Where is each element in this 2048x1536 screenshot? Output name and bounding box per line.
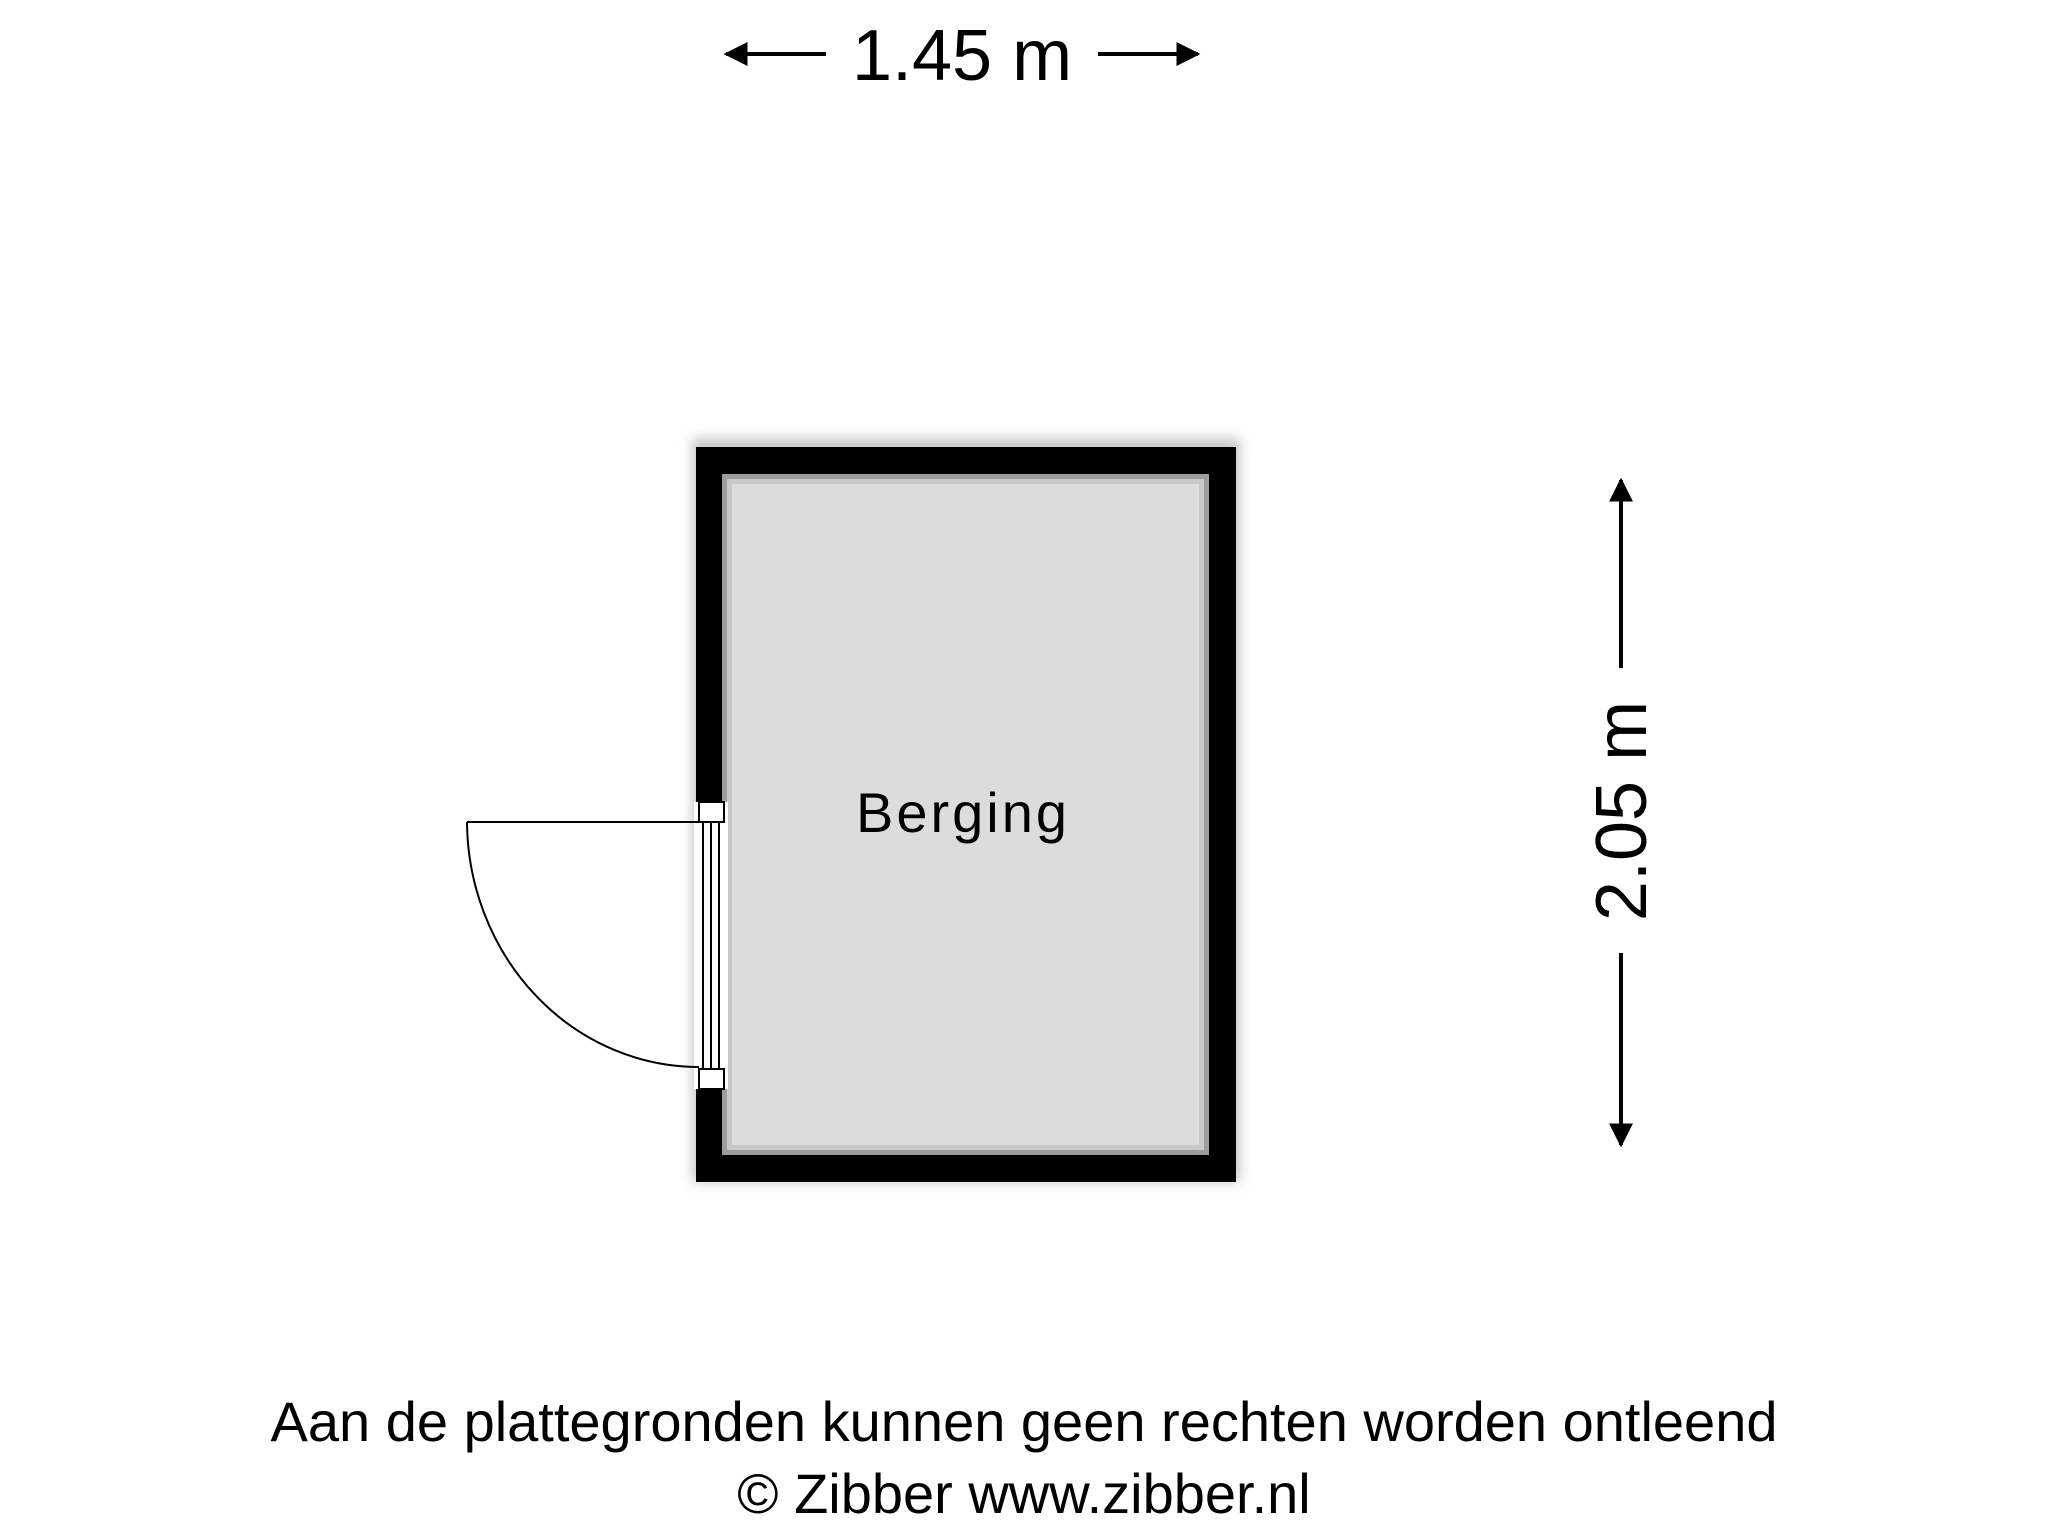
width-dimension: 1.45 m [723, 16, 1201, 96]
door-swing-arc [466, 821, 700, 1068]
footer-credit: © Zibber www.zibber.nl [737, 1462, 1311, 1525]
footer-disclaimer: Aan de plattegronden kunnen geen rechten… [270, 1390, 1778, 1453]
height-dimension: 2.05 m [1582, 477, 1662, 1148]
door [466, 801, 728, 1090]
door-jamb-top [698, 801, 725, 823]
room-name-label: Berging [856, 781, 1070, 844]
door-jamb-bottom [698, 1068, 725, 1090]
height-label: 2.05 m [1582, 701, 1662, 921]
width-label: 1.45 m [852, 16, 1072, 96]
room-floor [727, 479, 1204, 1150]
